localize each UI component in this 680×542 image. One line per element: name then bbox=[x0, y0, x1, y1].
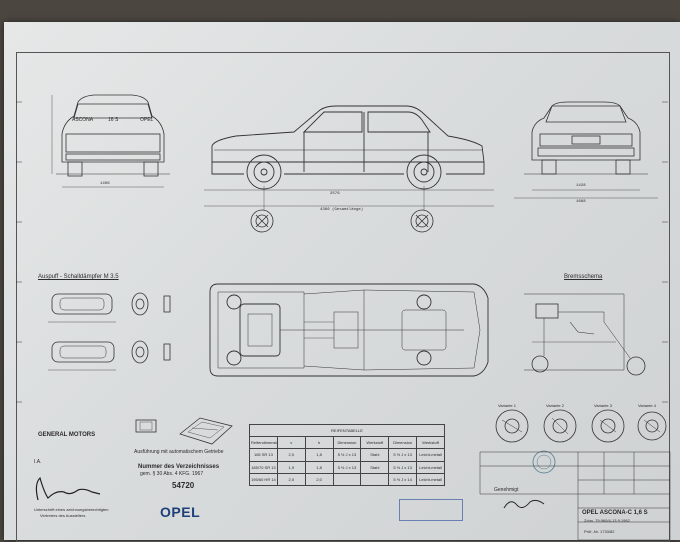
brake-variant-3: Variante 3 bbox=[594, 403, 612, 408]
tyre-table-title: REIFENTABELLE bbox=[249, 423, 445, 438]
wheelbase-dimension: 2576 bbox=[330, 192, 340, 196]
side-view-car bbox=[204, 105, 494, 210]
table-row: 185/70 SR 13 1,9 1,8 5 ½ J x 13 Stahl 5 … bbox=[249, 460, 445, 474]
brake-scheme-drawing bbox=[524, 293, 646, 376]
tyre-col-rim-dimension: Dimension bbox=[332, 436, 362, 450]
approval-label: Genehmigt bbox=[494, 487, 519, 493]
title-revision: Prüf.-Nr. 1733/82 bbox=[584, 529, 615, 534]
table-cell: Leicht-metall bbox=[416, 448, 445, 462]
brake-variant-wheels bbox=[495, 409, 667, 443]
table-row: 195/60 HR 14 2,0 2,0 5 ½ J x 14 Leicht-m… bbox=[249, 472, 445, 487]
table-cell: 185/70 SR 13 bbox=[249, 460, 278, 474]
tyre-col-h: h bbox=[304, 436, 334, 450]
title-drawing-number: Zchn. 79.960/4-13.9.1982 bbox=[584, 518, 630, 523]
pedal-drawings bbox=[135, 417, 233, 445]
front-view-car bbox=[514, 101, 658, 199]
table-cell: Leicht-metall bbox=[416, 460, 445, 474]
tyre-col-rim-material: Werkstoff bbox=[360, 436, 390, 450]
brake-variant-2: Variante 2 bbox=[546, 403, 564, 408]
signature-caption-2: Vertreters des Ausstellers bbox=[40, 513, 86, 518]
tyre-col-alt-dimension: Dimension bbox=[388, 436, 418, 450]
table-cell: 2,0 bbox=[304, 472, 334, 487]
wheel-details bbox=[250, 209, 434, 233]
blueprint-sheet: ASCONA 16 S OPEL 1406 2576 4366 (Gesamtl… bbox=[4, 22, 680, 542]
front-track-dimension: 1428 bbox=[576, 184, 586, 188]
approval-seal bbox=[532, 450, 556, 474]
table-cell: 2,0 bbox=[276, 472, 306, 487]
tyre-col-dimension: Reifendimension bbox=[249, 436, 278, 450]
table-cell: 2,0 bbox=[276, 448, 306, 462]
table-cell: 1,9 bbox=[276, 460, 306, 474]
signature-caption-1: Unterschrift eines zeichnungsberechtigte… bbox=[34, 507, 109, 512]
table-cell: 5 ½ J x 13 bbox=[332, 448, 362, 462]
exhaust-drawings bbox=[48, 292, 171, 371]
tyre-col-alt-material: Werkstoff bbox=[416, 436, 445, 450]
overall-length-dimension: 4366 (Gesamtlänge) bbox=[320, 208, 364, 212]
frame-ticks bbox=[16, 101, 668, 403]
table-cell: 5 ½ J x 13 bbox=[388, 460, 418, 474]
top-view-car bbox=[209, 283, 489, 377]
brake-variant-4: Variante 4 bbox=[638, 403, 656, 408]
register-number: 54720 bbox=[172, 481, 195, 490]
front-width-dimension: 1668 bbox=[576, 200, 586, 204]
rear-view-car bbox=[51, 94, 170, 188]
table-cell: Leicht-metall bbox=[416, 472, 445, 487]
vehicle-drawings bbox=[16, 94, 671, 540]
title-block-grid bbox=[479, 451, 671, 540]
table-cell: Stahl bbox=[360, 448, 390, 462]
rear-badge-model: 16 S bbox=[108, 117, 119, 123]
approval-stamp bbox=[399, 499, 463, 521]
approval-signature bbox=[503, 499, 545, 509]
table-cell: 165 SR 13 bbox=[249, 448, 278, 462]
rear-track-dimension: 1406 bbox=[100, 182, 110, 186]
table-cell: 195/60 HR 14 bbox=[249, 472, 278, 487]
signature-mark bbox=[35, 476, 101, 501]
ia-label: I.A. bbox=[34, 459, 42, 465]
company-name: GENERAL MOTORS bbox=[38, 432, 96, 438]
tyre-col-v: v bbox=[276, 436, 306, 450]
register-subtitle: gem. § 30 Abs. 4 KFG. 1967 bbox=[140, 471, 204, 477]
table-cell bbox=[332, 472, 362, 487]
table-cell bbox=[360, 472, 390, 487]
table-cell: 1,8 bbox=[304, 460, 334, 474]
tyre-table: REIFENTABELLE Reifendimension v h Dimens… bbox=[249, 423, 445, 487]
automatic-caption: Ausführung mit automatischem Getriebe bbox=[134, 449, 224, 455]
brake-section-title: Bremsschema bbox=[564, 274, 603, 280]
title-model: OPEL ASCONA-C 1,6 S bbox=[582, 510, 648, 516]
table-cell: 5 ½ J x 14 bbox=[388, 472, 418, 487]
rear-badge-left: ASCONA bbox=[72, 117, 94, 123]
table-cell: 1,8 bbox=[304, 448, 334, 462]
brake-variant-1: Variante 1 bbox=[498, 403, 516, 408]
table-cell: 5 ½ J x 13 bbox=[332, 460, 362, 474]
table-cell: 5 ½ J x 13 bbox=[388, 448, 418, 462]
table-cell: Stahl bbox=[360, 460, 390, 474]
opel-logo: OPEL bbox=[160, 504, 201, 520]
register-title: Nummer des Verzeichnisses bbox=[138, 464, 220, 470]
exhaust-section-title: Auspuff - Schalldämpfer M 3.5 bbox=[38, 274, 119, 280]
table-row: 165 SR 13 2,0 1,8 5 ½ J x 13 Stahl 5 ½ J… bbox=[249, 448, 445, 462]
rear-badge-right: OPEL bbox=[140, 117, 154, 123]
